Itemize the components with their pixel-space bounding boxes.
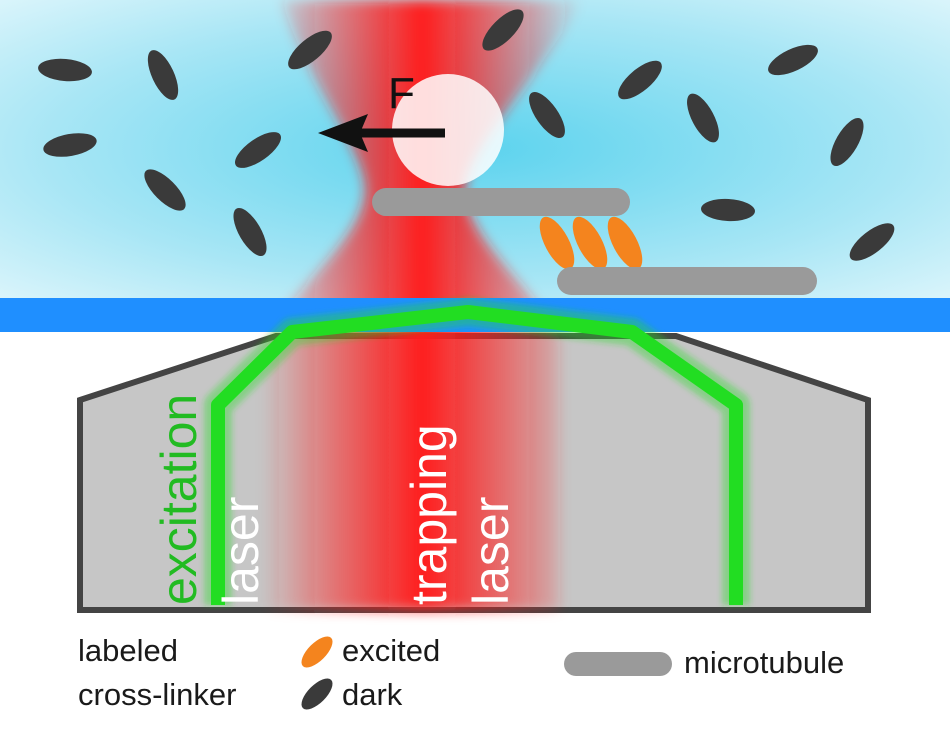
dark-crosslinker: [147, 50, 179, 100]
excitation-laser-label-line2: laser: [213, 497, 269, 605]
microtubule-upper: [372, 188, 630, 216]
excited-crosslinker: [607, 216, 643, 270]
dark-crosslinker: [235, 132, 281, 168]
excited-crosslinker: [572, 216, 608, 270]
dark-crosslinker: [38, 58, 92, 82]
excited-crosslinkers: [539, 216, 643, 270]
legend-dark-label: dark: [342, 677, 403, 712]
dark-crosslinker: [144, 169, 186, 211]
legend-microtubule-swatch: [564, 652, 672, 676]
excitation-laser-label: excitation: [151, 394, 207, 605]
legend-excited-label: excited: [342, 633, 441, 668]
excitation-laser-beam: [204, 298, 750, 605]
dark-crosslinker: [701, 198, 755, 222]
dark-crosslinker: [849, 223, 895, 261]
dark-crosslinker: [830, 117, 864, 167]
legend-labeled-line1: labeled: [78, 633, 178, 668]
dark-crosslinker: [482, 9, 524, 51]
force-arrow: [318, 114, 445, 152]
trapping-laser-label: trapping: [401, 424, 457, 605]
dark-crosslinker: [233, 207, 267, 257]
dark-crosslinker: [43, 133, 97, 157]
trapping-laser-label-line2: laser: [463, 497, 519, 605]
legend-excited-swatch: [301, 636, 333, 668]
dark-crosslinkers: [38, 9, 895, 261]
legend-labeled-line2: cross-linker: [78, 677, 237, 712]
dark-crosslinker: [687, 93, 719, 143]
excited-crosslinker: [539, 216, 575, 270]
dark-crosslinker: [768, 44, 818, 76]
trapped-bead: [392, 74, 504, 186]
dark-crosslinker: [618, 60, 662, 100]
legend-dark-swatch: [301, 678, 333, 710]
legend-microtubule-label: microtubule: [684, 645, 845, 680]
microtubule-lower: [557, 267, 817, 295]
dark-crosslinker: [529, 92, 565, 138]
dark-crosslinker: [288, 30, 332, 70]
force-label: F: [388, 69, 415, 118]
